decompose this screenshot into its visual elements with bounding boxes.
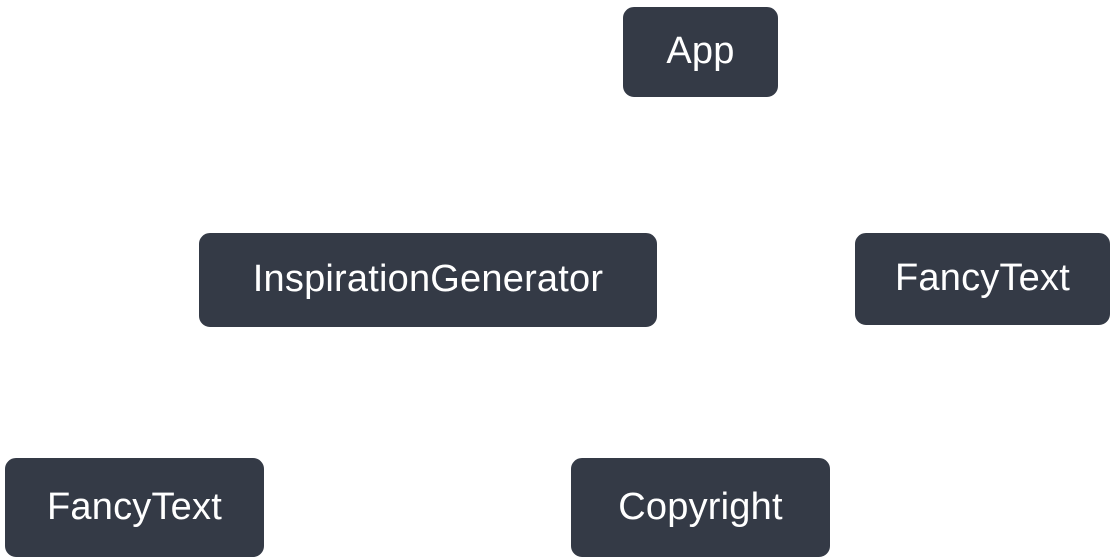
node-fancytext-bottom-left[interactable]: FancyText bbox=[2, 455, 267, 560]
node-fancytext-bottom-left-label: FancyText bbox=[47, 485, 222, 528]
edge-label-renders-inspirationgenerator-fancytext: renders bbox=[228, 380, 314, 409]
edge-ig-junction-fillet-right bbox=[412, 385, 425, 398]
node-inspiration-generator[interactable]: InspirationGenerator bbox=[196, 230, 660, 330]
node-fancytext-right-label: FancyText bbox=[895, 257, 1070, 299]
node-copyright[interactable]: Copyright bbox=[568, 455, 833, 560]
edge-label-renders-inspirationgenerator-copyright: renders bbox=[525, 380, 611, 409]
node-inspiration-generator-label: InspirationGenerator bbox=[252, 258, 604, 300]
edge-ig-to-fancytext-left-of-label bbox=[128, 392, 200, 458]
edge-label-renders-app-inspirationgenerator: renders bbox=[514, 154, 600, 183]
node-copyright-label: Copyright bbox=[618, 485, 783, 528]
node-app-label: App bbox=[666, 30, 735, 72]
edge-label-renders-app-fancytext: renders bbox=[809, 154, 895, 183]
node-app[interactable]: App bbox=[620, 4, 781, 100]
edge-ig-to-copyright-right-of-label bbox=[642, 392, 703, 458]
edge-app-to-fancytext-right-of-label bbox=[913, 166, 987, 233]
edge-app-junction-fillet-right bbox=[697, 159, 710, 172]
node-fancytext-right[interactable]: FancyText bbox=[852, 230, 1113, 328]
edge-app-to-inspirationgenerator-right-of-label bbox=[412, 166, 503, 233]
